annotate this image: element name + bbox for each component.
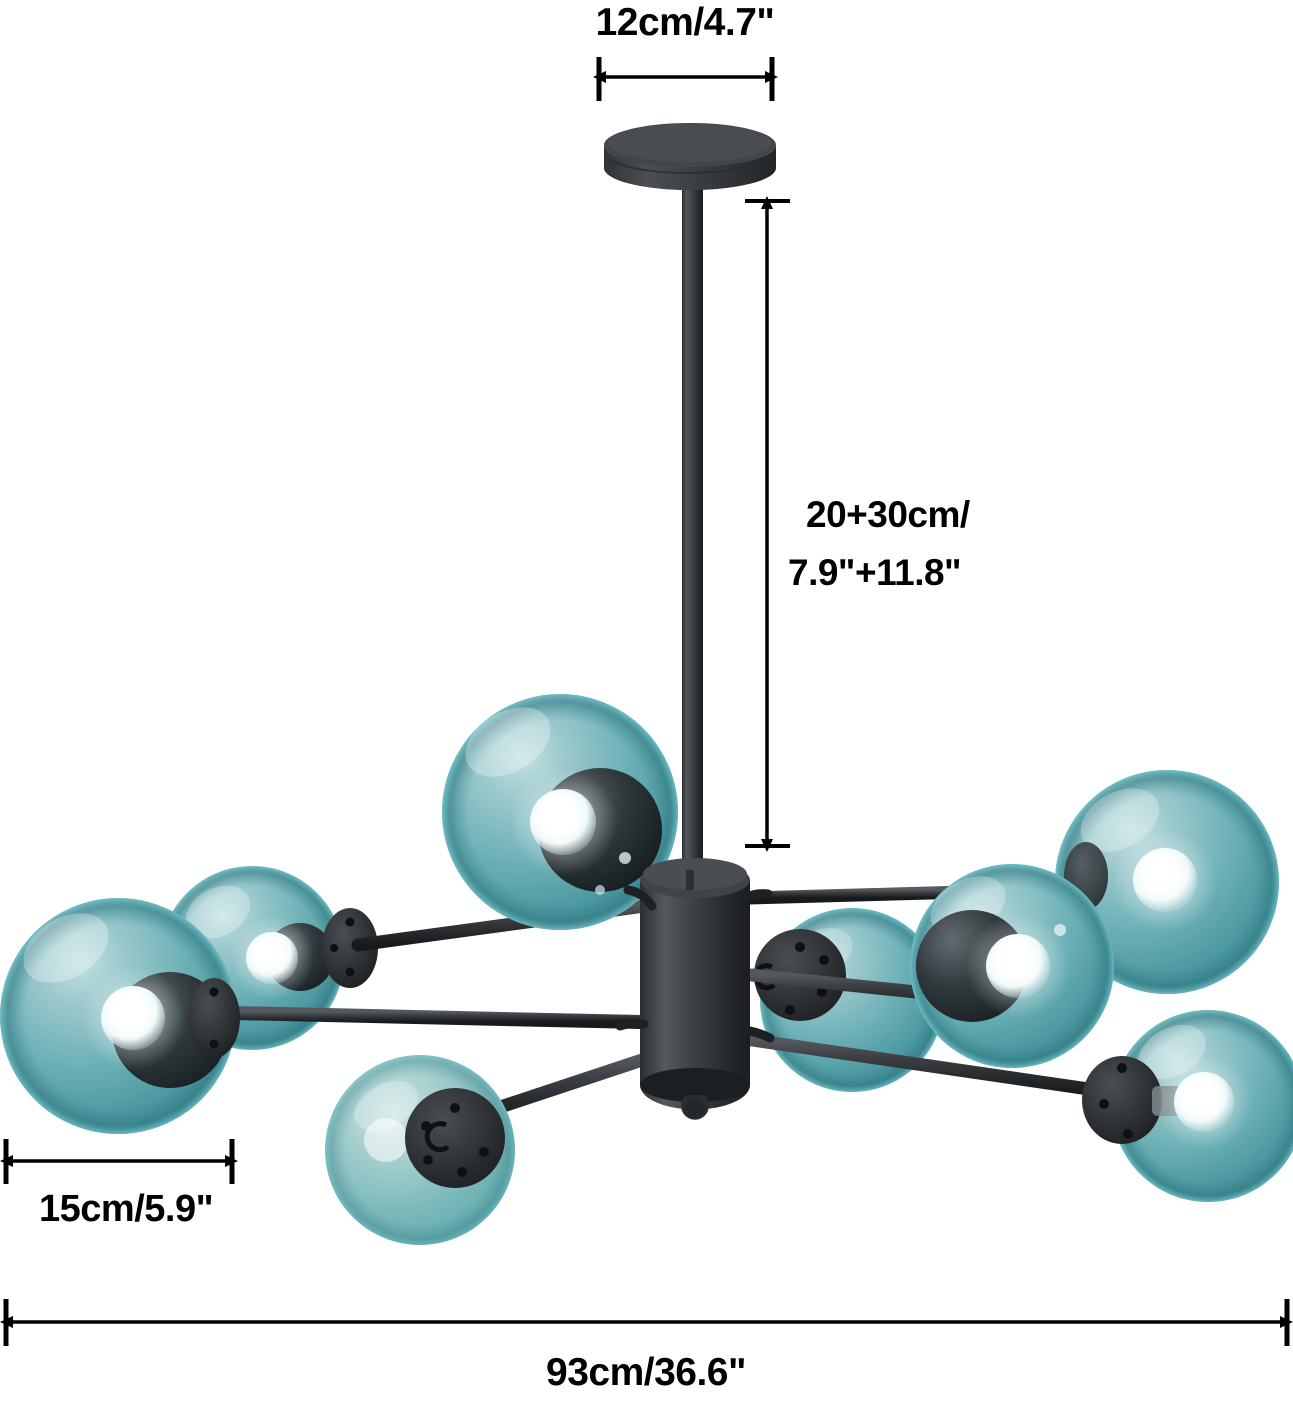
- dimension-overall-width: [0, 1299, 1293, 1346]
- drop-height-label-line1: 20+30cm/: [806, 494, 970, 535]
- drop-height-label-line2: 7.9"+11.8": [788, 552, 962, 593]
- dimension-canopy-width: [593, 57, 778, 101]
- dimension-globe-diameter: [0, 1139, 238, 1184]
- dimension-drop-height: [745, 196, 790, 852]
- canopy-width-label: 12cm/4.7": [595, 1, 775, 44]
- overall-width-label: 93cm/36.6": [546, 1351, 746, 1394]
- globe-diameter-label: 15cm/5.9": [39, 1188, 214, 1230]
